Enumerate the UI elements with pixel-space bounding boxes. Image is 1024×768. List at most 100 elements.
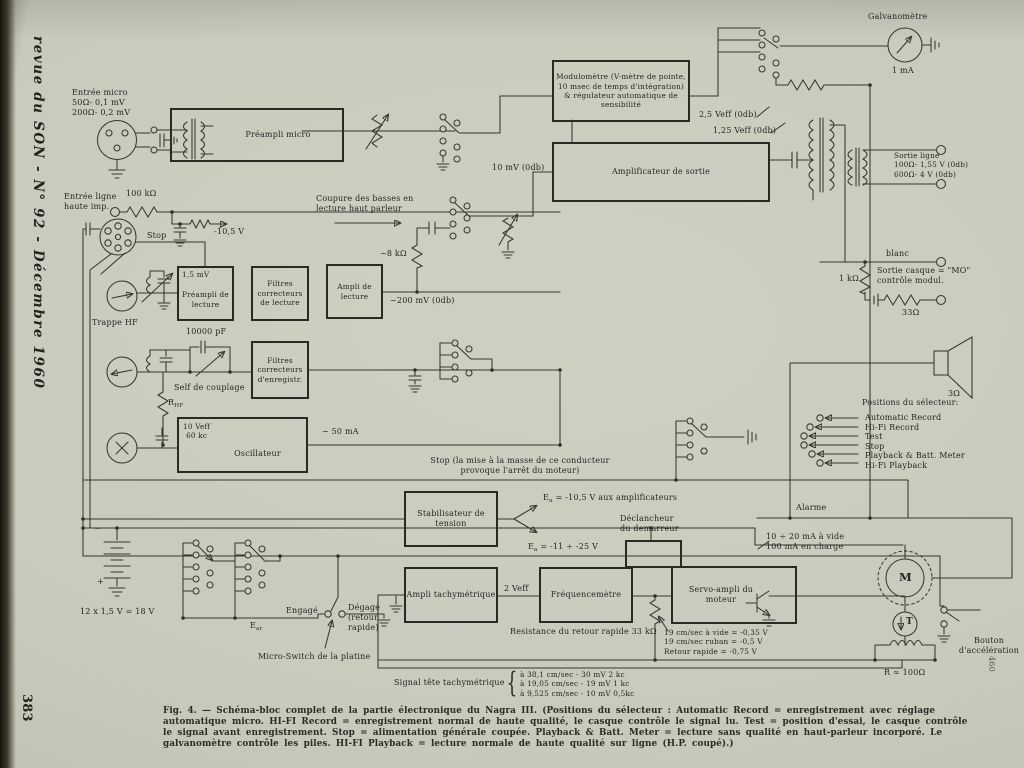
label-sortie-casque: Sortie casque = "MO" contrôle modul.	[877, 266, 971, 286]
battery-symbol	[103, 527, 131, 597]
label-ea-sub: a	[534, 547, 538, 553]
label-r-hf-sub: HF	[174, 403, 184, 409]
label-microswitch: Micro-Switch de la platine	[258, 652, 371, 661]
label-1v25-veff: 1,25 Veff (0db)	[713, 126, 777, 135]
block-stabilisateur: Stabilisateur de tension	[404, 491, 498, 547]
block-preampli-lecture: 1,5 mV Préampli de lecture	[177, 266, 234, 321]
label-50ma: ~ 50 mA	[322, 427, 359, 436]
output-transformer-icon	[769, 117, 947, 263]
label-2v5-veff: 2,5 Veff (0db)	[699, 110, 757, 119]
block-ampli-sortie: Amplificateur de sortie	[552, 142, 770, 202]
motor-symbol	[877, 550, 981, 643]
label-r-hf-main: R	[168, 398, 175, 407]
label-200mv: ~200 mV (0db)	[390, 296, 455, 305]
label-signal-tete: Signal tête tachymétrique	[394, 678, 505, 687]
block-stabilisateur-label: Stabilisateur de tension	[417, 508, 485, 528]
label-10000pf: 10000 pF	[186, 327, 227, 336]
label-stop-note: Stop (la mise à la masse de ce conducteu…	[430, 456, 610, 476]
block-servo-label: Servo-ampli du moteur	[688, 584, 754, 604]
figure-caption-line1: Fig. 4. — Schéma-bloc complet de la part…	[163, 706, 936, 716]
block-declancheur	[625, 540, 682, 568]
label-engage: Engagé	[286, 606, 318, 615]
label-tachy-rows: à 38,1 cm/sec - 30 mV 2 kc à 19,05 cm/se…	[520, 670, 635, 698]
block-ampli-lecture-label: Ampli de lecture	[337, 282, 372, 301]
block-ampli-lecture: Ampli de lecture	[326, 264, 383, 319]
block-filtres-lecture-label: Filtres correcteurs de lecture	[257, 279, 303, 308]
label-100k: 100 kΩ	[126, 189, 157, 198]
headphone-output-circuit	[819, 256, 947, 307]
record-filter-wires	[308, 368, 561, 393]
selector-item-automatic-record: Automatic Record	[865, 413, 942, 422]
brace-icon: {	[506, 666, 518, 699]
label-declancheur: Déclancheur du demarreur	[620, 514, 679, 534]
block-ampli-tachy: Ampli tachymétrique	[404, 567, 498, 623]
selector-positions-switch	[82, 415, 1013, 579]
label-ea: Ea = -11 ÷ -25 V	[528, 542, 598, 554]
label-motor-m: M	[899, 570, 912, 584]
page-edge-shadow	[0, 0, 16, 768]
label-alarme: Alarme	[796, 503, 827, 512]
label-bouton-acc: Bouton d'accélération	[958, 636, 1020, 656]
label-galvanometre: Galvanomètre	[868, 12, 928, 21]
label-selector-title: Positions du sélecteur:	[862, 398, 959, 407]
block-filtres-enreg-label: Filtres correcteurs d'enregistr.	[257, 355, 303, 384]
page-number: 383	[19, 694, 34, 722]
label-speeds: 19 cm/sec à vide = -0,35 V 19 cm/sec rub…	[664, 628, 768, 656]
label-ear: Ear	[250, 621, 262, 633]
label-self-couplage: Self de couplage	[174, 383, 245, 392]
selector-item-hifi-playback: Hi-Fi Playback	[865, 460, 928, 470]
block-preampli-micro: Préampli micro	[170, 108, 344, 162]
din-connector	[82, 205, 561, 557]
label-coupure-basses: Coupure des basses en lecture haut parle…	[316, 194, 414, 214]
label-ear-sym: E	[250, 621, 257, 630]
block-ampli-tachy-label: Ampli tachymétrique	[406, 589, 496, 599]
label-oscillateur-level: 10 Veff 60 kc	[183, 422, 211, 441]
speaker-icon	[788, 336, 973, 520]
label-stop-din: Stop	[147, 231, 167, 240]
record-head-icon	[106, 340, 252, 447]
selector-item-hifi-record: Hi-Fi Record	[865, 422, 920, 432]
galvanometer-circuit	[687, 27, 940, 519]
block-modulometre-label: Modulomètre (V-mètre de pointe, 10 msec …	[556, 72, 686, 110]
label-battery-plus: +	[97, 577, 104, 586]
label-1ma: 1 mA	[892, 66, 914, 75]
label-ea-val: = -11 ÷ -25 V	[540, 542, 599, 551]
label-3ohm: 3Ω	[948, 389, 961, 398]
selector-item-test: Test	[865, 432, 883, 441]
monitor-select-switch	[439, 339, 494, 383]
supply-rails	[81, 506, 941, 613]
block-frequencemetre-label: Fréquencemètre	[550, 589, 622, 599]
label-1k: 1 kΩ	[839, 274, 859, 283]
label-motor-t: T	[906, 617, 913, 627]
label-eu-sym: E	[543, 493, 550, 502]
label-blanc: blanc	[886, 249, 910, 258]
block-frequencemetre: Fréquencemètre	[539, 567, 633, 623]
figure-caption-line2: automatique micro. HI-FI Record = enregi…	[163, 717, 968, 727]
label-degage: Dégagé (retour rapide)	[348, 603, 381, 633]
block-filtres-enreg: Filtres correcteurs d'enregistr.	[251, 341, 309, 399]
block-filtres-lecture: Filtres correcteurs de lecture	[251, 266, 309, 321]
block-servo: Servo-ampli du moteur	[671, 566, 797, 624]
edge-number: 460	[987, 656, 996, 672]
block-oscillateur: 10 Veff 60 kc Oscillateur	[177, 417, 308, 473]
xlr-connector	[96, 119, 178, 179]
label-8k: ~8 kΩ	[380, 249, 407, 258]
label-trappe-hf: Trappe HF	[92, 318, 138, 327]
label-resistance-retour: Resistance du retour rapide 33 kΩ	[510, 627, 657, 636]
figure-caption-line4: galvanomètre contrôle les piles. HI-FI P…	[163, 739, 734, 749]
label-ma-vide: 10 ÷ 20 mA à vide 100 mA en charge	[766, 532, 845, 552]
block-ampli-sortie-label: Amplificateur de sortie	[611, 166, 711, 176]
label-entree-micro: Entrée micro 50Ω- 0,1 mV 200Ω- 0,2 mV	[72, 88, 131, 118]
label-2veff: 2 Veff	[504, 584, 529, 593]
label-10mv: 10 mV (0db)	[492, 163, 545, 172]
figure-caption-line3: le signal avant enregistrement. Stop = a…	[163, 728, 943, 738]
block-oscillateur-label: Oscillateur	[234, 448, 281, 458]
label-r100: R ≈ 100Ω	[884, 668, 926, 677]
block-preampli-micro-label: Préampli micro	[245, 129, 311, 139]
playback-head-icon	[106, 270, 178, 312]
mic-transformer-icon	[169, 118, 214, 160]
label-r-hf: RHF	[168, 398, 183, 410]
servo-motor-circuit	[377, 590, 937, 669]
